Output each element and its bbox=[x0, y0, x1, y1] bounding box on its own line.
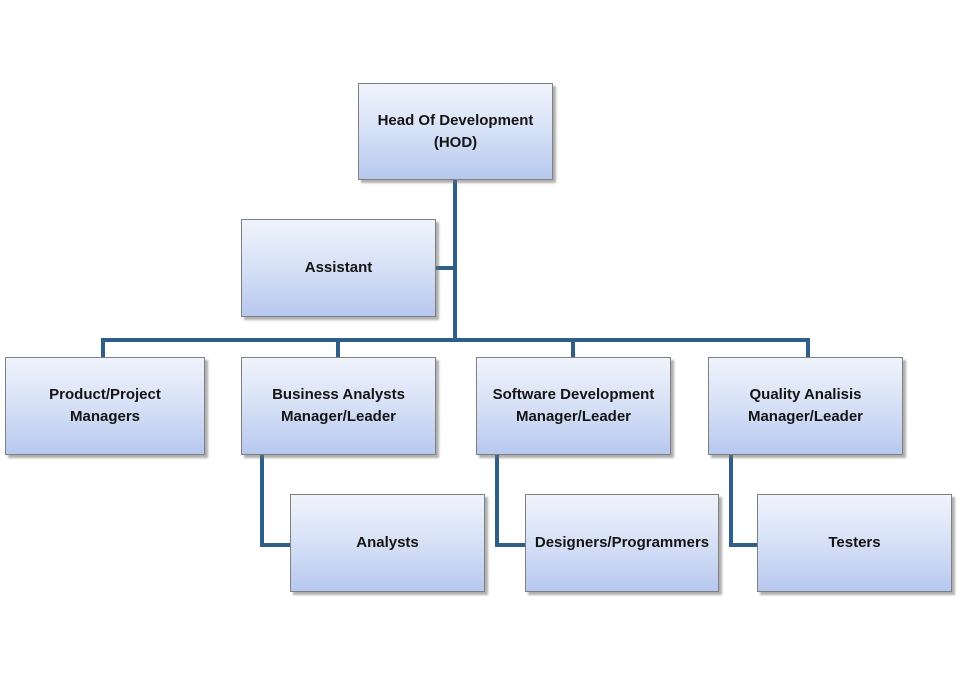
node-designers-programmers: Designers/Programmers bbox=[525, 494, 719, 592]
connector-software-elbow-horizontal bbox=[495, 543, 525, 547]
node-assistant: Assistant bbox=[241, 219, 436, 317]
connector-hod-trunk bbox=[453, 180, 457, 342]
connector-quality-elbow-vertical bbox=[729, 455, 733, 547]
connector-software-elbow-vertical bbox=[495, 455, 499, 547]
node-head-of-development: Head Of Development (HOD) bbox=[358, 83, 553, 180]
connector-business-elbow-vertical bbox=[260, 455, 264, 547]
connector-drop-product bbox=[101, 342, 105, 357]
connector-business-elbow-horizontal bbox=[260, 543, 290, 547]
connector-assistant-stub bbox=[436, 266, 453, 270]
node-analysts: Analysts bbox=[290, 494, 485, 592]
connector-drop-quality bbox=[806, 342, 810, 357]
node-testers: Testers bbox=[757, 494, 952, 592]
connector-drop-software bbox=[571, 342, 575, 357]
connector-main-horizontal bbox=[101, 338, 810, 342]
connector-drop-business bbox=[336, 342, 340, 357]
node-software-development-manager: Software Development Manager/Leader bbox=[476, 357, 671, 455]
node-quality-analysis-manager: Quality Analisis Manager/Leader bbox=[708, 357, 903, 455]
node-product-project-managers: Product/Project Managers bbox=[5, 357, 205, 455]
connector-quality-elbow-horizontal bbox=[729, 543, 757, 547]
node-business-analysts-manager: Business Analysts Manager/Leader bbox=[241, 357, 436, 455]
